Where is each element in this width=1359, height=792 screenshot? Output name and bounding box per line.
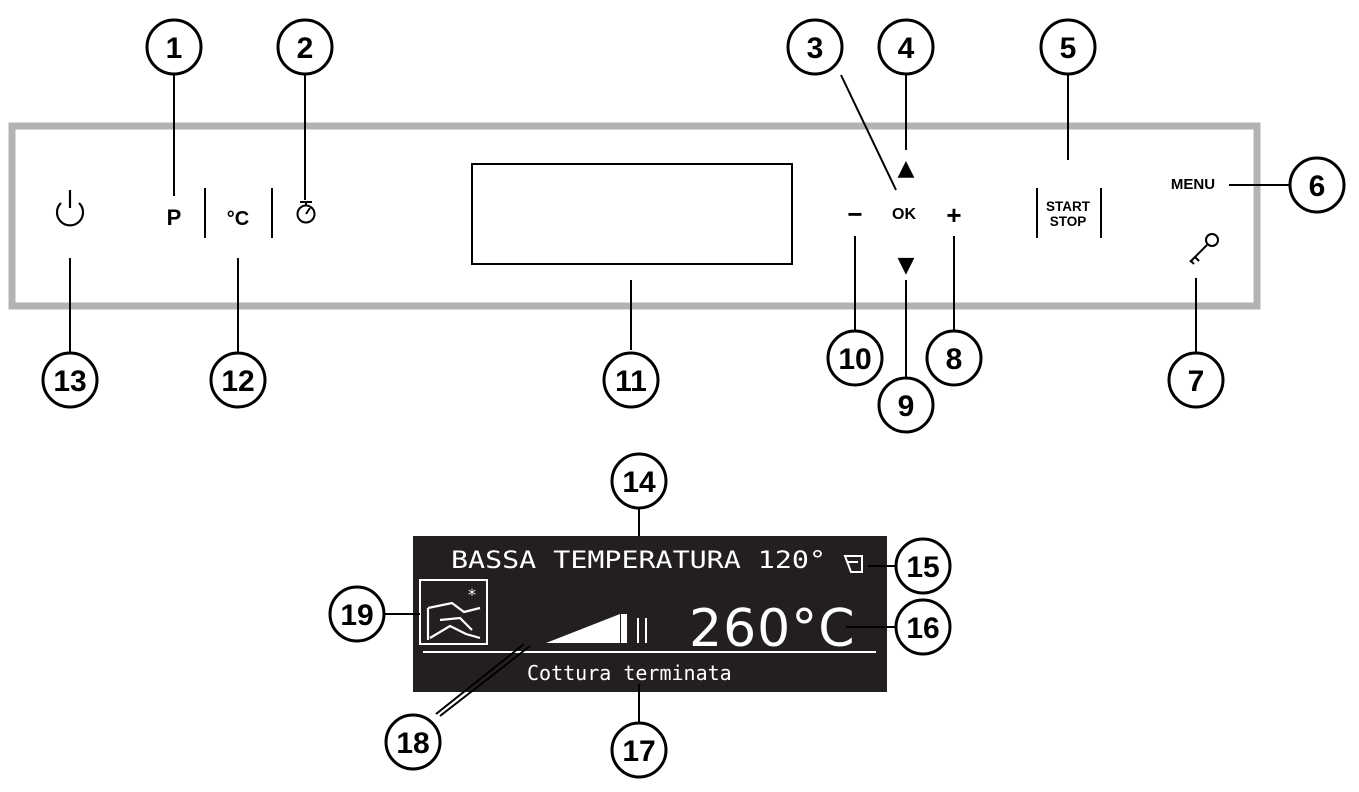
svg-text:4: 4 [898,32,915,65]
power-button[interactable] [55,190,85,227]
svg-text:17: 17 [622,735,655,768]
svg-text:18: 18 [396,727,429,760]
svg-text:7: 7 [1188,365,1205,398]
callout-7: 7 [1167,351,1225,409]
timer-icon [296,204,316,224]
cooking-function-icon: * [419,579,488,645]
svg-text:6: 6 [1309,170,1326,203]
callout-15: 15 [894,537,952,595]
status-text: Cottura terminata [527,661,732,685]
program-button[interactable]: P [167,205,182,230]
key-icon [1189,233,1219,265]
svg-text:13: 13 [53,365,86,398]
callout-5: 5 [1039,18,1097,76]
svg-text:8: 8 [946,343,963,376]
program-line: BASSA TEMPERATURA 120° [451,546,826,574]
callout-markers: 1 2 3 4 5 6 7 8 9 10 11 12 13 14 15 [41,18,1346,779]
timer-button[interactable] [296,201,316,224]
control-panel-frame [8,122,1261,310]
callout-12: 12 [209,351,267,409]
callout-1: 1 [145,18,203,76]
callout-19: 19 [328,585,386,643]
key-button[interactable] [1189,233,1219,265]
svg-text:14: 14 [622,466,656,499]
start-label: START [1046,199,1091,214]
down-button[interactable]: ▼ [898,253,915,278]
minus-button[interactable]: − [847,199,862,229]
callout-13: 13 [41,351,99,409]
callout-17: 17 [610,721,668,779]
callout-4: 4 [877,18,935,76]
svg-text:5: 5 [1060,32,1077,65]
svg-text:1: 1 [166,32,183,65]
callout-9: 9 [877,376,935,434]
svg-text:2: 2 [297,32,314,65]
temperature-button[interactable]: °C [227,208,249,230]
detail-display [413,536,887,692]
callout-2: 2 [276,18,334,76]
ok-button[interactable]: OK [892,206,916,223]
svg-text:19: 19 [340,599,373,632]
power-icon [55,202,85,227]
menu-button[interactable]: MENU [1171,176,1215,193]
callout-3: 3 [786,18,844,76]
svg-text:*: * [468,585,476,604]
callout-10: 10 [826,329,884,387]
callout-16: 16 [894,598,952,656]
stop-label: STOP [1050,214,1087,229]
heating-progress-bar [546,614,647,643]
start-stop-button[interactable]: START STOP [1036,188,1102,238]
callout-14: 14 [610,452,668,510]
plus-button[interactable]: + [946,200,961,230]
callout-6: 6 [1288,156,1346,214]
svg-text:10: 10 [838,343,871,376]
up-button[interactable]: ▲ [898,156,915,181]
svg-text:16: 16 [906,612,939,645]
panel-display-window [471,163,793,265]
svg-text:3: 3 [807,32,824,65]
callout-18: 18 [384,713,442,771]
svg-text:9: 9 [898,390,915,423]
oven-light-icon [843,555,863,573]
svg-text:11: 11 [615,365,647,398]
temperature-readout: 260°C [689,599,856,659]
svg-text:12: 12 [221,365,254,398]
callout-8: 8 [925,329,983,387]
callout-11: 11 [602,351,660,409]
leader-lines [69,74,1290,722]
svg-text:15: 15 [906,551,939,584]
